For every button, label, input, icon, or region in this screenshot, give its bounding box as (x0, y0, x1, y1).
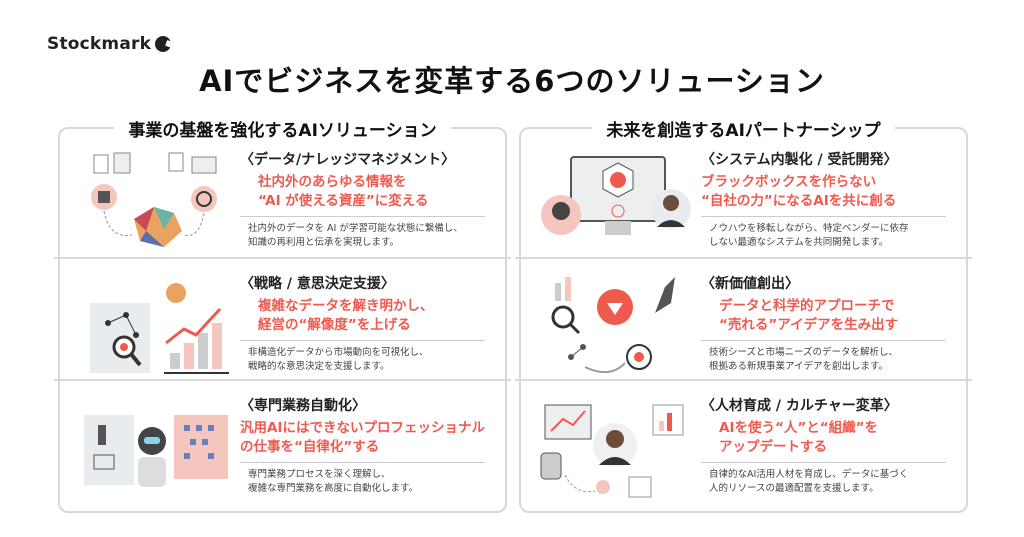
solution-heading: 〈専門業務自動化〉 (240, 398, 366, 414)
separator (701, 462, 946, 463)
separator (240, 216, 485, 217)
solution-data-knowledge: 〈データ/ナレッジマネジメント〉 社内外のあらゆる情報を “AI が使える資産”… (60, 141, 505, 261)
solution-catch: ブラックボックスを作らない (701, 174, 877, 190)
system-development-icon (541, 156, 691, 235)
separator (701, 340, 946, 341)
solution-inhouse-dev: 〈システム内製化 / 受託開発〉 ブラックボックスを作らない “自社の力”になる… (521, 141, 966, 261)
knowledge-network-icon (91, 152, 217, 247)
solution-catch: “自社の力”になるAIを共に創る (701, 193, 897, 209)
solution-description: 根拠ある新規事業アイデアを創出します。 (709, 361, 889, 372)
solution-catch: 複雑なデータを解き明かし、 (258, 298, 434, 314)
separator (240, 462, 485, 463)
solution-heading: 〈人材育成 / カルチャー変革〉 (701, 398, 898, 414)
panel-partnership: 未来を創造するAIパートナーシップ 〈システム内製化 / 受託開発〉 ブラックボ… (515, 121, 972, 513)
solution-description: 技術シーズと市場ニーズのデータを解析し、 (709, 347, 899, 358)
solution-heading: 〈戦略 / 意思決定支援〉 (240, 276, 395, 292)
divider (515, 379, 972, 381)
divider (515, 257, 972, 259)
solution-catch: AIを使う“人”と“組織”を (719, 420, 878, 436)
solution-description: 人的リソースの最適配置を支援します。 (709, 483, 879, 494)
panel-title: 未来を創造するAIパートナーシップ (592, 121, 895, 141)
solution-automation: 〈専門業務自動化〉 汎用AIにはできないプロフェッショナル の仕事を“自律化”す… (60, 387, 505, 507)
solution-talent-culture: 〈人材育成 / カルチャー変革〉 AIを使う“人”と“組織”を アップデートする… (521, 387, 966, 507)
panel-foundation: 事業の基盤を強化するAIソリューション 〈データ/ナレッジマネジメント〉 社内外… (54, 121, 511, 513)
robot-automation-icon (84, 415, 228, 487)
solution-description: 社内外のデータを AI が学習可能な状態に繋備し、 (248, 223, 463, 234)
solution-description: 専門業務プロセスを深く理解し、 (248, 469, 391, 480)
solution-catch: の仕事を“自律化”する (240, 439, 380, 455)
solution-description: ノウハウを移転しながら、特定ベンダーに依存 (709, 223, 909, 234)
panel-title: 事業の基盤を強化するAIソリューション (114, 121, 451, 141)
analysis-chart-icon (90, 283, 229, 374)
solution-new-value: 〈新価値創出〉 データと科学的アプローチで “売れる”アイデアを生み出す 技術シ… (521, 265, 966, 385)
solution-description: 自律的なAI活用人材を育成し、データに基づく (709, 469, 909, 480)
talent-development-icon (540, 404, 684, 498)
solution-description: 非構造化データから市場動向を可視化し、 (248, 347, 429, 358)
divider (54, 379, 511, 381)
separator (701, 216, 946, 217)
solution-description: 戦略的な意思決定を支援します。 (248, 361, 390, 372)
solution-heading: 〈データ/ナレッジマネジメント〉 (240, 152, 456, 168)
brand-name: Stockmark (47, 34, 152, 54)
solution-catch: データと科学的アプローチで (719, 298, 895, 314)
brand-logo: Stockmark (47, 34, 172, 54)
solution-description: しない最適なシステムを共同開発します。 (709, 237, 889, 248)
page-title: AIでビジネスを変革する6つのソリューション (199, 64, 825, 98)
solution-catch: 経営の“解像度”を上げる (258, 317, 411, 333)
solution-catch: “AI が使える資産”に変える (258, 193, 429, 209)
solution-heading: 〈新価値創出〉 (701, 276, 799, 292)
solution-heading: 〈システム内製化 / 受託開発〉 (701, 152, 898, 168)
logo-mark-icon (155, 36, 172, 52)
solution-catch: 社内外のあらゆる情報を (258, 174, 407, 190)
solution-description: 複雑な専門業務を高度に自動化します。 (248, 483, 419, 494)
solution-catch: アップデートする (719, 439, 827, 455)
idea-creation-icon (551, 277, 675, 374)
solution-strategy: 〈戦略 / 意思決定支援〉 複雑なデータを解き明かし、 経営の“解像度”を上げる… (60, 265, 505, 385)
solution-catch: 汎用AIにはできないプロフェッショナル (240, 420, 485, 436)
divider (54, 257, 511, 259)
separator (240, 340, 485, 341)
solution-catch: “売れる”アイデアを生み出す (719, 317, 899, 333)
solution-description: 知識の再利用と伝承を実現します。 (248, 237, 400, 248)
